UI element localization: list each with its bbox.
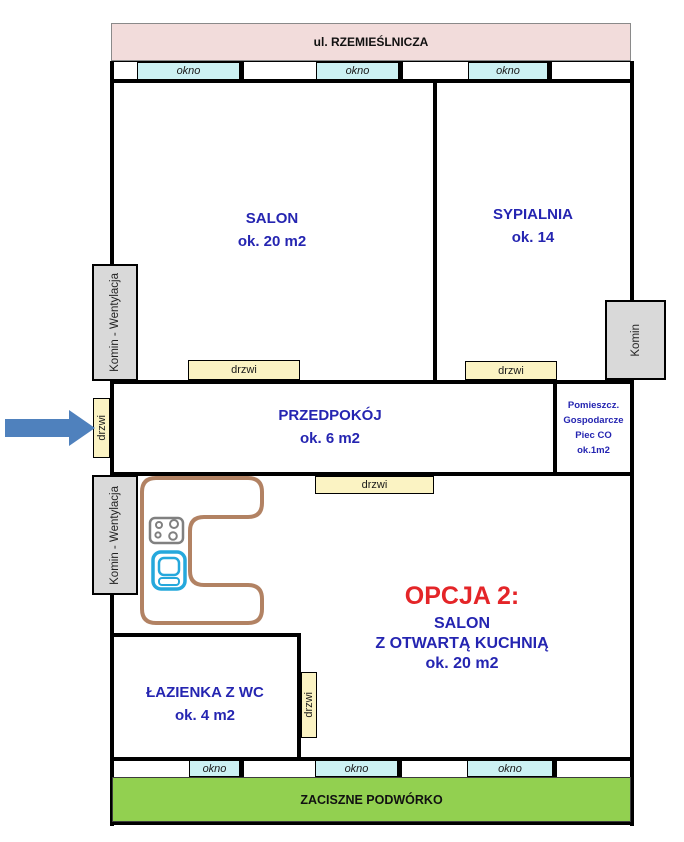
lazienka-name: ŁAZIENKA Z WC [146, 684, 264, 701]
door-label: drzwi [361, 479, 388, 491]
salon-area: ok. 20 m2 [237, 233, 307, 250]
salon-name: SALON [245, 210, 299, 227]
door-label: drzwi [303, 692, 315, 718]
window-divider [553, 760, 557, 777]
window-label: okno [498, 762, 522, 775]
lazienka-label: ŁAZIENKA Z WC ok. 4 m2 [114, 681, 296, 727]
sypialnia-name: SYPIALNIA [492, 206, 573, 223]
street-label: ul. RZEMIEŚLNICZA [313, 35, 429, 49]
window-label: okno [496, 65, 520, 77]
przedpokoj-name: PRZEDPOKÓJ [278, 407, 382, 424]
chimney-right: Komin [605, 300, 666, 380]
window-label: okno [344, 762, 369, 775]
opcja2-line1: SALON [434, 615, 490, 632]
lazienka-area: ok. 4 m2 [174, 707, 236, 724]
window-divider [548, 62, 552, 80]
utility-line3: Piec CO [575, 430, 612, 441]
stove-icon [148, 516, 185, 545]
utility-line1: Pomieszcz. [567, 400, 620, 411]
window-top-2: okno [316, 62, 399, 80]
wall-utility-left [553, 384, 557, 472]
przedpokoj-area: ok. 6 m2 [299, 430, 361, 447]
courtyard-label: ZACISZNE PODWÓRKO [300, 792, 443, 807]
opcja2-label: OPCJA 2: SALON Z OTWARTĄ KUCHNIĄ ok. 20 … [330, 583, 594, 674]
wall-hall-bottom [110, 472, 634, 476]
window-label: okno [345, 65, 370, 77]
window-bottom-3: okno [467, 760, 553, 777]
window-top-1: okno [137, 62, 240, 80]
door-entrance: drzwi [93, 398, 110, 458]
wall-bath-top [110, 633, 301, 637]
window-divider [240, 760, 244, 777]
wall-left [110, 61, 114, 826]
door-label: drzwi [498, 364, 524, 377]
window-divider [398, 760, 402, 777]
sink-icon [151, 550, 187, 591]
chimney-label: Komin - Wentylacja [109, 273, 121, 372]
window-bottom-2: okno [315, 760, 398, 777]
wall-bath-right [297, 633, 301, 761]
door-label: drzwi [95, 415, 108, 441]
salon-label: SALON ok. 20 m2 [162, 207, 382, 253]
door-przedpokoj: drzwi [315, 476, 434, 494]
chimney-upper-left: Komin - Wentylacja [92, 264, 138, 381]
window-divider [399, 62, 403, 80]
opcja2-line3: ok. 20 m2 [425, 655, 499, 672]
sypialnia-area: ok. 14 [511, 229, 555, 246]
chimney-label: Komin [629, 323, 642, 357]
wall-lower [110, 757, 634, 761]
wall-salon-sypialnia [433, 83, 437, 382]
street-bar: ul. RZEMIEŚLNICZA [111, 23, 631, 61]
door-label: drzwi [231, 364, 257, 376]
opcja2-title: OPCJA 2: [404, 582, 520, 610]
utility-line2: Gospodarcze [563, 415, 624, 426]
przedpokoj-label: PRZEDPOKÓJ ok. 6 m2 [210, 404, 450, 450]
entrance-arrow-head [69, 410, 95, 446]
window-label: okno [202, 762, 227, 775]
utility-line4: ok.1m2 [577, 445, 610, 456]
sypialnia-label: SYPIALNIA ok. 14 [433, 203, 633, 249]
wall-hall-top [110, 380, 634, 384]
chimney-lower-left: Komin - Wentylacja [92, 475, 138, 595]
wall-bottom-edge [110, 822, 634, 825]
window-divider [240, 62, 244, 80]
door-salon: drzwi [188, 360, 300, 380]
door-sypialnia: drzwi [465, 361, 557, 380]
door-lazienka: drzwi [301, 672, 317, 738]
entrance-arrow [5, 419, 69, 437]
kitchen-counter-icon [140, 476, 264, 625]
window-bottom-1: okno [189, 760, 240, 777]
wall-top [110, 79, 634, 83]
window-label: okno [176, 65, 201, 77]
counter-outline [140, 476, 264, 625]
chimney-label: Komin - Wentylacja [109, 485, 121, 585]
wall-right [630, 61, 634, 826]
utility-room-label: Pomieszcz. Gospodarcze Piec CO ok.1m2 [557, 398, 630, 458]
opcja2-line2: Z OTWARTĄ KUCHNIĄ [375, 635, 549, 652]
window-top-3: okno [468, 62, 548, 80]
courtyard-bar: ZACISZNE PODWÓRKO [112, 777, 631, 822]
